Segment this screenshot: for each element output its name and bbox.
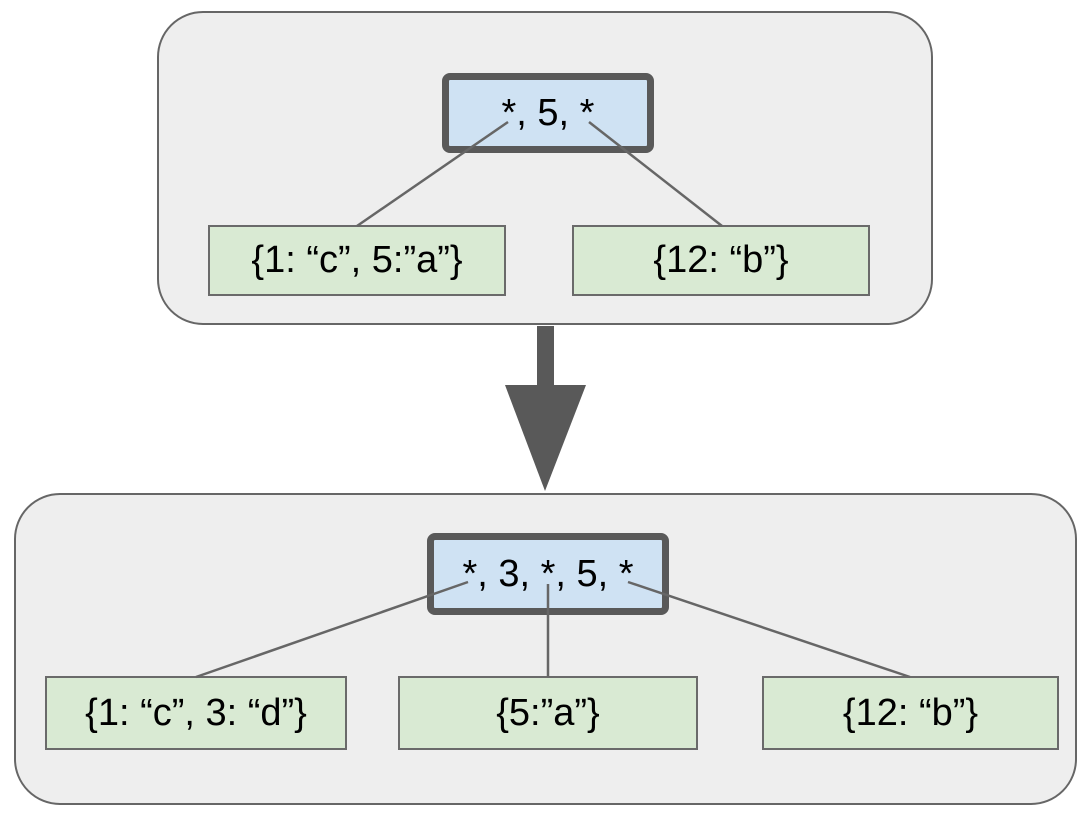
down-arrow-head: [505, 385, 586, 491]
tree-before-leaf-0: {1: “c”, 5:”a”}: [208, 225, 506, 296]
tree-after-root-label: *, 3, *, 5, *: [462, 552, 634, 595]
tree-after-leaf-1-label: {5:”a”}: [496, 691, 600, 734]
tree-before-root-label: *, 5, *: [501, 91, 595, 134]
tree-before-leaf-1: {12: “b”}: [572, 225, 870, 296]
tree-after-leaf-2-label: {12: “b”}: [842, 691, 979, 734]
tree-before-leaf-0-label: {1: “c”, 5:”a”}: [251, 239, 463, 281]
tree-after-leaf-1: {5:”a”}: [398, 676, 698, 750]
down-arrow-icon: [505, 326, 586, 491]
tree-before-root-node: *, 5, *: [442, 73, 654, 153]
tree-after-leaf-2: {12: “b”}: [762, 676, 1059, 750]
tree-after-root-node: *, 3, *, 5, *: [427, 533, 669, 615]
tree-before-leaf-1-label: {12: “b”}: [653, 239, 789, 281]
tree-after-leaf-0-label: {1: “c”, 3: “d”}: [85, 691, 307, 734]
tree-after-leaf-0: {1: “c”, 3: “d”}: [45, 676, 347, 750]
down-arrow-shaft: [537, 326, 554, 387]
